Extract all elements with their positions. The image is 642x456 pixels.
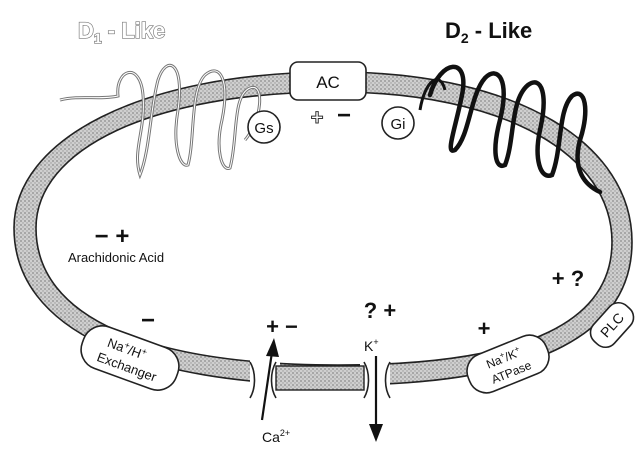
atpase-plus-sign: + bbox=[478, 316, 491, 341]
gs-label: Gs bbox=[254, 120, 273, 137]
potassium-ion-label: K+ bbox=[364, 337, 379, 354]
d2-like-title: D2 - Like bbox=[445, 18, 532, 46]
ac-plus-sign: + bbox=[311, 105, 324, 130]
arachidonic-label: Arachidonic Acid bbox=[68, 250, 164, 265]
arachidonic-signs: − + bbox=[95, 223, 130, 250]
calcium-signs: + − bbox=[266, 314, 298, 339]
potassium-signs: ? + bbox=[364, 298, 396, 323]
ac-label: AC bbox=[316, 73, 340, 92]
exchanger-minus-sign: − bbox=[141, 307, 155, 334]
d1-like-title: D1 - Like bbox=[78, 18, 165, 46]
ac-minus-sign: − bbox=[337, 102, 351, 129]
gi-label: Gi bbox=[391, 116, 406, 133]
atpase-box: Na+/K+ ATPase bbox=[462, 330, 555, 399]
calcium-ion-label: Ca2+ bbox=[262, 428, 290, 445]
exchanger-box: Na+/H+ Exchanger bbox=[75, 320, 184, 396]
plc-signs: + ? bbox=[552, 266, 584, 291]
